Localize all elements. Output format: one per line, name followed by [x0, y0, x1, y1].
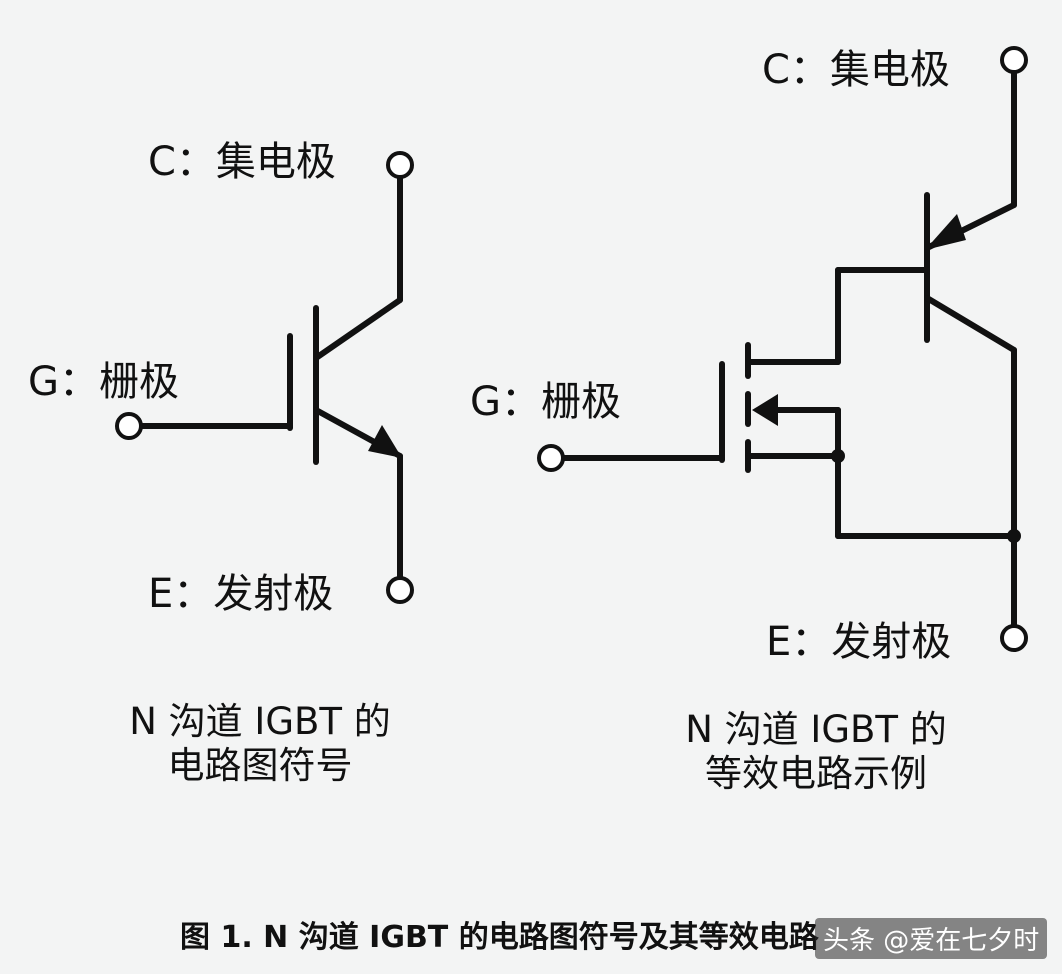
collector-diagonal: [313, 297, 403, 361]
igbt-symbol: [137, 173, 403, 581]
eq-collector-terminal: [1000, 46, 1028, 74]
equivalent-caption-line2: 等效电路示例: [705, 752, 927, 796]
symbol-caption-line2: 电路图符号: [167, 744, 353, 788]
emitter-terminal: [386, 576, 414, 604]
equivalent-gate-label: G：栅极: [470, 379, 621, 425]
gate-terminal: [115, 412, 143, 440]
watermark: 头条 @爱在七夕时: [815, 918, 1048, 959]
eq-emitter-junction: [1007, 529, 1021, 543]
eq-emitter-terminal: [1000, 624, 1028, 652]
symbol-caption: N 沟道 IGBT 的 电路图符号: [70, 700, 450, 789]
equivalent-emitter-label: E：发射极: [766, 619, 952, 665]
eq-source-junction: [831, 449, 845, 463]
collector-terminal: [386, 151, 414, 179]
symbol-emitter-label: E：发射极: [148, 571, 334, 617]
equivalent-caption: N 沟道 IGBT 的 等效电路示例: [626, 708, 1006, 797]
equivalent-collector-label: C：集电极: [762, 47, 950, 93]
equivalent-circuit: [559, 69, 1017, 629]
figure-caption: 图 1. N 沟道 IGBT 的电路图符号及其等效电路: [180, 920, 819, 955]
emitter-arrow: [368, 425, 402, 458]
symbol-caption-line1: N 沟道 IGBT 的: [129, 700, 391, 743]
eq-collector-arrow: [925, 214, 966, 250]
eq-pnp-lower-diagonal: [924, 295, 1017, 353]
symbol-collector-label: C：集电极: [148, 139, 336, 185]
eq-mos-body-arrow: [752, 394, 778, 426]
symbol-gate-label: G：栅极: [28, 359, 179, 405]
equivalent-caption-line1: N 沟道 IGBT 的: [685, 708, 947, 751]
eq-gate-terminal: [537, 444, 565, 472]
